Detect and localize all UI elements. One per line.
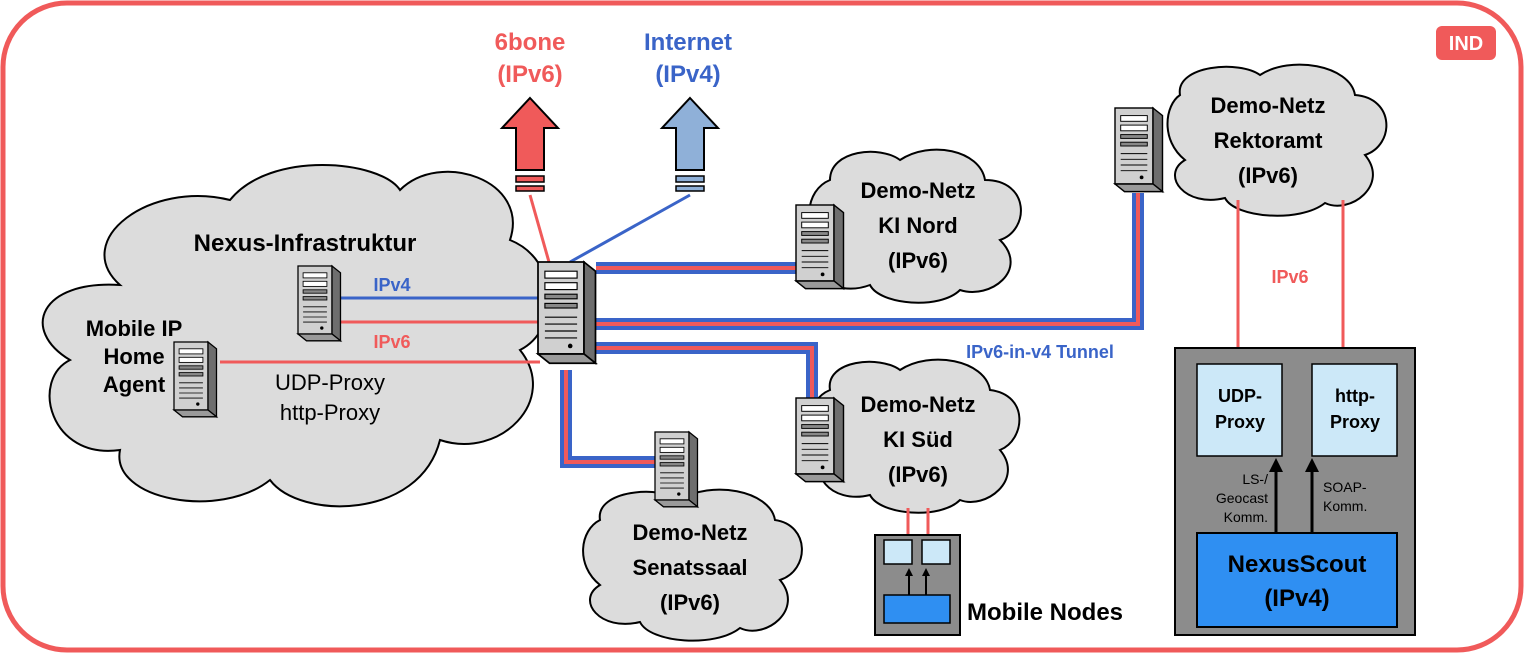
soap-comm-line2: Komm. — [1323, 498, 1367, 514]
mobile-ip-line2: Home — [103, 344, 164, 369]
cloud-icon — [41, 63, 1388, 642]
ki-nord-line2: KI Nord — [878, 213, 957, 238]
udp-proxy-line1: UDP- — [1218, 386, 1262, 406]
mobile-ip-line3: Agent — [103, 372, 166, 397]
nexusscout-title: NexusScout — [1228, 551, 1367, 578]
server-icon-router — [537, 261, 597, 365]
server-icon-ki-sued — [795, 397, 845, 483]
service-http-proxy: http-Proxy — [280, 400, 380, 425]
http-proxy-line1: http- — [1335, 386, 1375, 406]
udp-proxy-line2: Proxy — [1215, 412, 1265, 432]
server-icon-rektoramt — [1114, 107, 1164, 193]
ls-comm-line2: Geocast — [1216, 490, 1268, 506]
link-label-ipv6: IPv6 — [373, 332, 410, 352]
ki-sued-line1: Demo-Netz — [861, 392, 976, 417]
ls-comm-line3: Komm. — [1224, 509, 1268, 525]
senatssaal-line2: Senatssaal — [633, 555, 748, 580]
senatssaal-line3: (IPv6) — [660, 590, 720, 615]
ind-badge-label: IND — [1449, 33, 1483, 55]
label-6bone-proto: (IPv6) — [497, 61, 562, 88]
rektoramt-line1: Demo-Netz — [1211, 93, 1326, 118]
server-icon-nexus — [297, 265, 342, 342]
links — [220, 193, 1345, 542]
rektoramt-host-box — [1174, 347, 1416, 636]
arrow-up-icon-6bone — [499, 96, 561, 192]
mobile-ip-line1: Mobile IP — [86, 316, 183, 341]
rektoramt-line2: Rektoramt — [1214, 128, 1323, 153]
udp-proxy-box — [1196, 363, 1283, 457]
mobile-nodes-box — [874, 534, 961, 636]
ki-nord-line1: Demo-Netz — [861, 178, 976, 203]
server-icon-home-agent — [173, 341, 218, 418]
rektoramt-ipv6-label: IPv6 — [1271, 267, 1308, 287]
ki-sued-line3: (IPv6) — [888, 462, 948, 487]
mobile-nodes-label: Mobile Nodes — [967, 599, 1123, 626]
label-internet: Internet — [644, 29, 732, 56]
arrow-up-icon-internet — [659, 96, 721, 192]
server-icon-senatssaal — [654, 431, 699, 508]
rektoramt-line3: (IPv6) — [1238, 163, 1298, 188]
service-udp-proxy: UDP-Proxy — [275, 370, 385, 395]
senatssaal-line1: Demo-Netz — [633, 520, 748, 545]
link-label-ipv4: IPv4 — [373, 275, 410, 295]
nexusscout-proto: (IPv4) — [1264, 585, 1329, 612]
ki-sued-line2: KI Süd — [883, 427, 953, 452]
label-internet-proto: (IPv4) — [655, 61, 720, 88]
ki-nord-line3: (IPv6) — [888, 248, 948, 273]
cloud-rektoramt — [1166, 63, 1388, 217]
ls-comm-line1: LS-/ — [1242, 471, 1268, 487]
http-proxy-line2: Proxy — [1330, 412, 1380, 432]
soap-comm-line1: SOAP- — [1323, 479, 1367, 495]
label-6bone: 6bone — [495, 29, 566, 56]
ind-badge: IND — [1436, 26, 1496, 60]
nexusscout-box — [1196, 532, 1398, 628]
server-icon-ki-nord — [795, 204, 845, 290]
http-proxy-box — [1311, 363, 1398, 457]
nexus-title: Nexus-Infrastruktur — [194, 230, 417, 257]
tunnel-label: IPv6-in-v4 Tunnel — [966, 342, 1114, 362]
nexus-cloud — [41, 164, 550, 508]
